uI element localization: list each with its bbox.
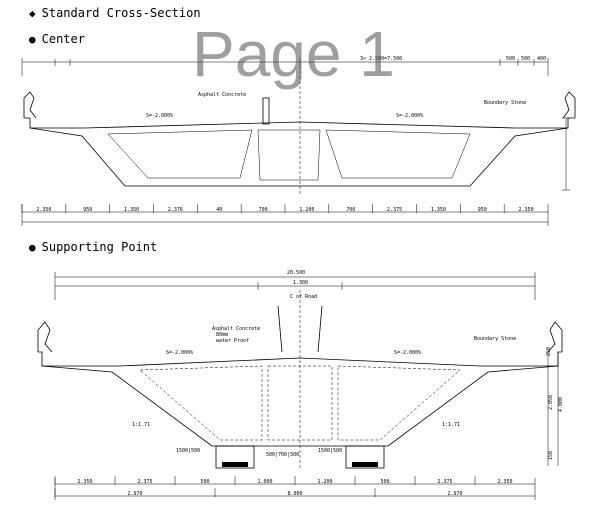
dimension-label: 2.375 [137, 479, 152, 485]
support-right-bearing [352, 462, 378, 467]
section-heading-center: ● Center [29, 32, 85, 46]
support-height-label: 2.050 [548, 395, 554, 410]
center-top-small-dim: 500 [506, 56, 515, 62]
support-height-label: 250 [546, 347, 552, 356]
dot-bullet-icon: ● [29, 241, 36, 254]
heading-main-text: Standard Cross-Section [41, 6, 201, 20]
center-box-outline [29, 127, 569, 187]
dimension-label: 1.000 [257, 479, 272, 485]
road-center-label: C of Road [290, 294, 317, 300]
page-watermark: Page 1 [192, 18, 395, 90]
dimension-label: 2.375 [387, 207, 402, 213]
dimension-label: 500 [200, 479, 209, 485]
support-bottom-labels: 2.350 2.375 500 1.000 1.200 500 2.375 2.350 [54, 476, 513, 485]
dimension-label: 40 [216, 207, 222, 213]
dimension-label: 500 [380, 479, 389, 485]
center-top-dim-right: 3× 2.500=7.500 [360, 56, 402, 62]
center-right-barrier [562, 91, 576, 119]
center-left-barrier [23, 91, 37, 119]
dimension-label: 1.200 [299, 207, 314, 213]
dimension-label: 700 [259, 207, 268, 213]
support-slope-right: S=-2.000% [394, 350, 421, 356]
dimension-label: 2.350 [519, 207, 534, 213]
section-heading-supporting: ● Supporting Point [29, 240, 157, 254]
center-slope-right: S=-2.000% [396, 113, 423, 119]
center-top-small-dim: 400 [537, 56, 546, 62]
support-asphalt-note: Asphalt Concrete [212, 326, 260, 332]
support-bearing-left: 1500|500 [176, 448, 200, 454]
support-left-pier [215, 445, 255, 469]
dimension-label: 8.000 [287, 491, 302, 497]
center-boundary-note: Boundary Stone [484, 100, 526, 106]
support-height-label: 150 [548, 451, 554, 460]
dot-bullet-icon: ● [29, 33, 36, 46]
center-section: 3× 2.500=7.500 500 500 400 Asphalt Concr… [21, 56, 576, 226]
support-right-pier [345, 445, 385, 469]
supporting-section: 20.500 1.300 C of Road Asphalt Concrete … [37, 270, 564, 500]
support-center-web [277, 305, 323, 353]
center-bottom-labels: 2.350 950 1.350 2.376 40 700 1.200 700 2.375 1.35… [21, 204, 534, 213]
support-asphalt-sub2: water Proof [216, 338, 249, 344]
dimension-label: 950 [478, 207, 487, 213]
support-height-label: 4.000 [558, 397, 564, 412]
support-bearing-center: 500|700|500 [266, 452, 299, 458]
support-center-top: 1.300 [293, 280, 308, 286]
support-left-barrier [37, 321, 53, 353]
dimension-label: 2.970 [127, 491, 142, 497]
dimension-label: 700 [346, 207, 355, 213]
center-top-small-dim: 500 [521, 56, 530, 62]
heading-center-text: Center [41, 32, 85, 46]
support-slope-ratio-right: 1:1.71 [442, 422, 460, 428]
support-bearing-right: 1500|500 [318, 448, 342, 454]
support-total-width: 20.500 [287, 270, 305, 276]
center-slope-left: S=-2.000% [146, 113, 173, 119]
dimension-label: 2.350 [497, 479, 512, 485]
dimension-label: 2.350 [77, 479, 92, 485]
support-middle-cell [267, 365, 333, 441]
dimension-label: 2.375 [437, 479, 452, 485]
dimension-label: 2.376 [168, 207, 183, 213]
dimension-label: 1.200 [317, 479, 332, 485]
support-right-barrier [547, 321, 563, 353]
center-mast [262, 97, 270, 125]
support-bottom-labels: 2.970 8.000 2.970 [54, 488, 463, 497]
diamond-bullet-icon: ◆ [29, 7, 36, 20]
center-asphalt-note: Asphalt Concrete [198, 92, 246, 98]
center-deck-top [24, 117, 575, 129]
center-right-cell [325, 129, 471, 179]
support-right-cell [337, 365, 461, 441]
dimension-label: 2.350 [36, 207, 51, 213]
heading-supporting-text: Supporting Point [41, 240, 158, 254]
section-heading-main: ◆ Standard Cross-Section [29, 6, 201, 20]
support-slope-left: S=-2.000% [166, 350, 193, 356]
dimension-label: 1.350 [431, 207, 446, 213]
support-slope-ratio-left: 1:1.71 [132, 422, 150, 428]
center-middle-cell [257, 129, 321, 181]
support-left-cell [139, 365, 263, 441]
dimension-label: 2.970 [447, 491, 462, 497]
dimension-label: 1.350 [124, 207, 139, 213]
center-left-cell [107, 129, 253, 179]
support-boundary-note: Boundary Stone [474, 336, 516, 342]
dimension-label: 950 [83, 207, 92, 213]
support-asphalt-sub1: 80mm [216, 332, 228, 338]
support-deck-top [38, 351, 562, 367]
support-left-bearing [222, 462, 248, 467]
